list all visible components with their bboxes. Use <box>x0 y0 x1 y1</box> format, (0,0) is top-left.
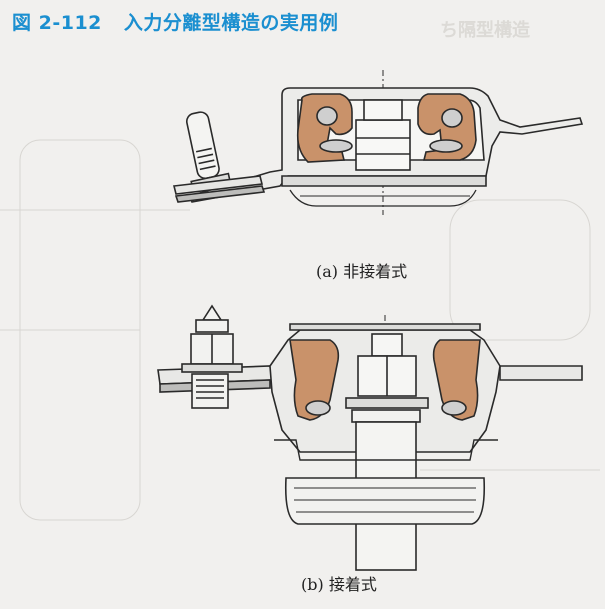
background-ghost-drawing: ち隔型構造 <box>0 19 600 521</box>
svg-text:ち隔型構造: ち隔型構造 <box>440 19 530 41</box>
mount-a-drawing <box>173 70 584 215</box>
caption-b: (b) 接着式 <box>301 575 377 594</box>
mount-b-drawing <box>157 304 583 571</box>
figure-title: 入力分離型構造の実用例 <box>123 12 339 34</box>
figure-number: 図 2-112 <box>12 12 102 34</box>
figure-heading: 図 2-112 入力分離型構造の実用例 <box>12 8 338 35</box>
caption-a: (a) 非接着式 <box>316 262 408 281</box>
